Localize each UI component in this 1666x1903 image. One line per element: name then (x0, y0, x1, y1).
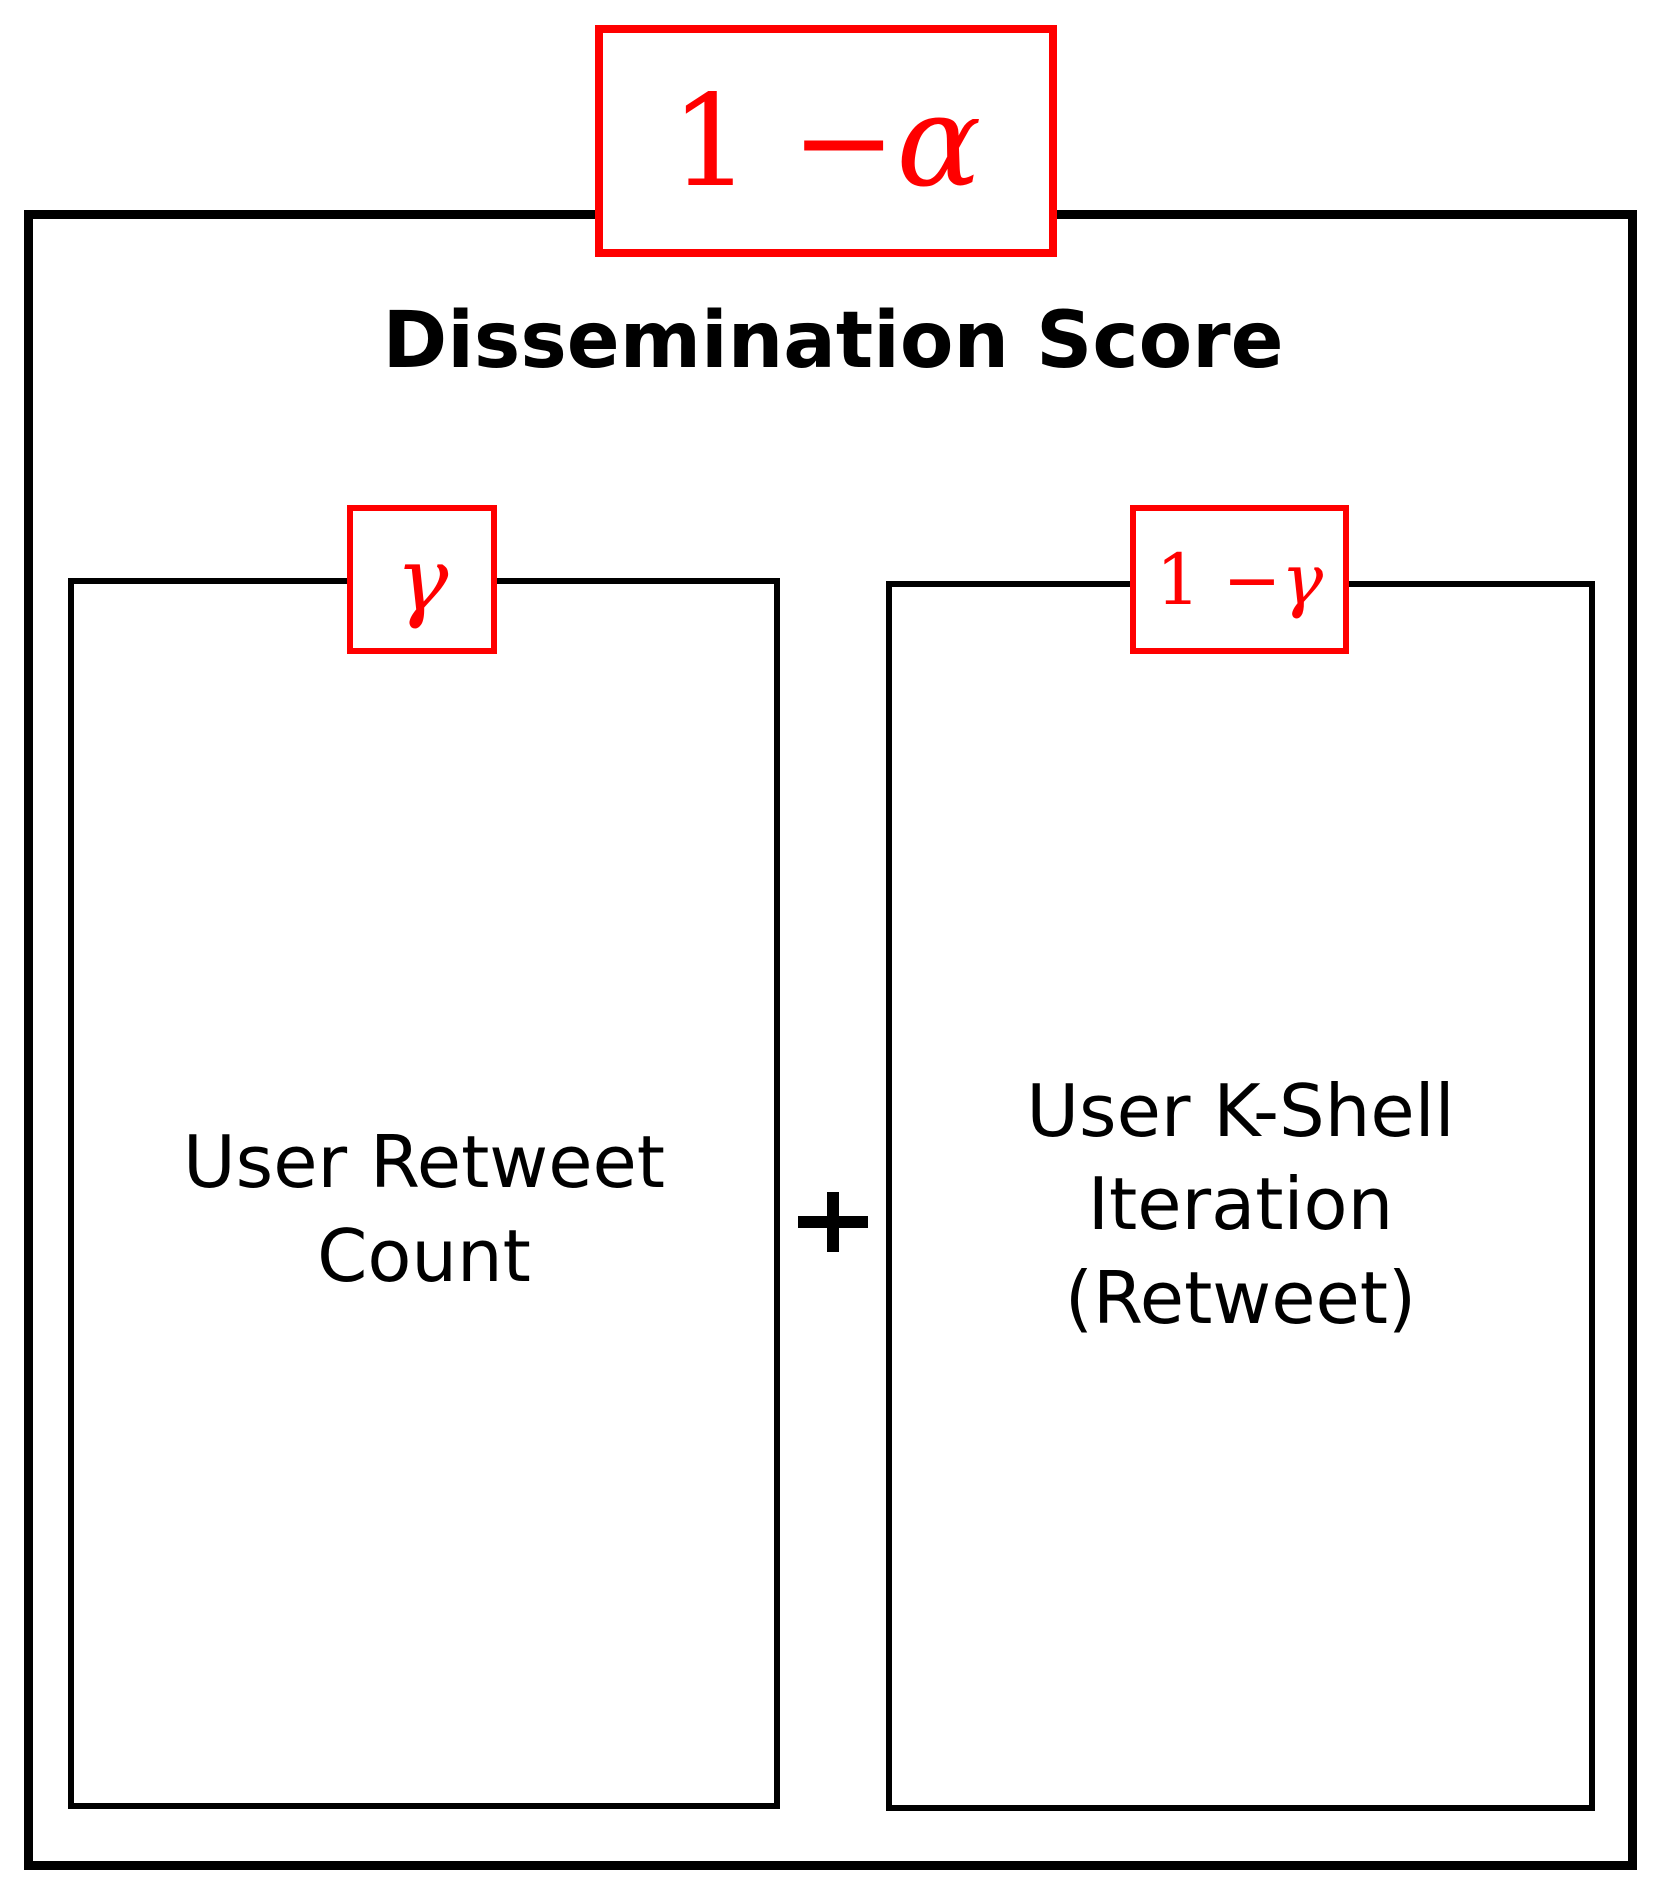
left-weight-symbol: γ (395, 528, 449, 631)
plus-icon (798, 1192, 868, 1252)
plus-icon-vertical-bar (827, 1192, 839, 1252)
outer-weight-prefix: 1 − (670, 67, 897, 215)
outer-weight-symbol: α (896, 67, 982, 215)
right-weight-symbol: γ (1281, 538, 1324, 621)
left-weight-badge: γ (347, 505, 497, 654)
right-weight-prefix: 1 − (1155, 538, 1282, 621)
right-weight-badge: 1 − γ (1130, 505, 1349, 654)
outer-weight-badge: 1 − α (595, 25, 1057, 257)
retweet-count-label: User Retweet Count (182, 1120, 666, 1298)
diagram-title: Dissemination Score (382, 296, 1284, 386)
k-shell-iteration-label: User K-Shell Iteration (Retweet) (1026, 1068, 1455, 1340)
